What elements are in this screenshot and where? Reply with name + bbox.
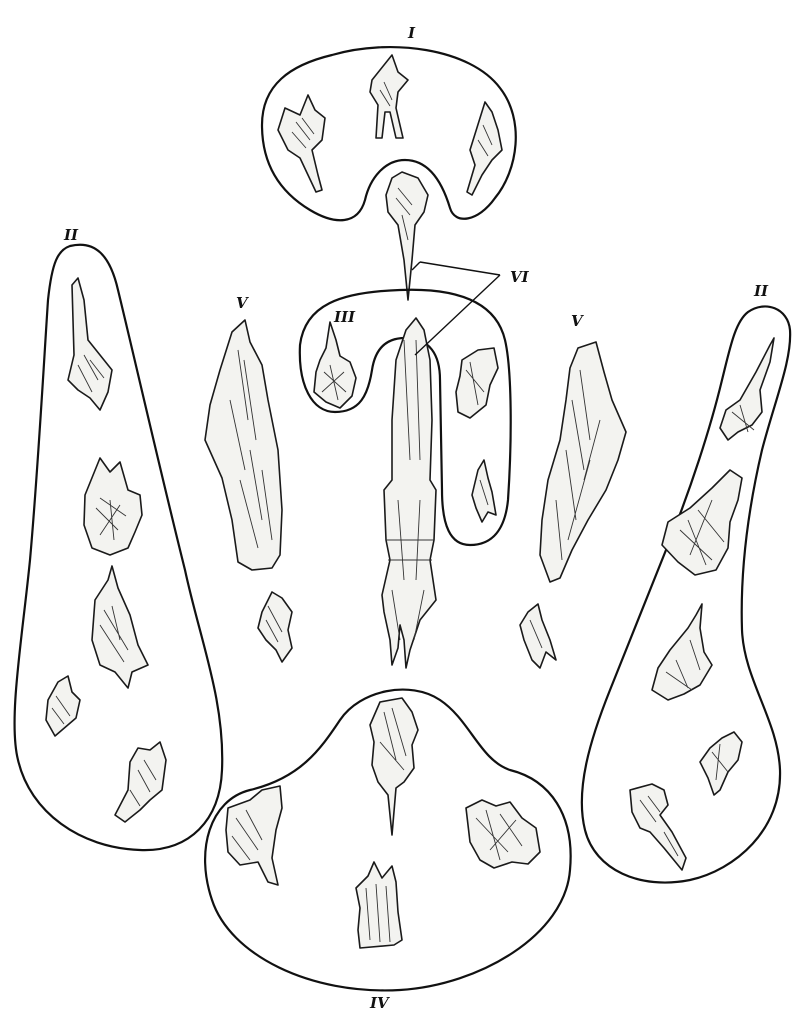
group-ii-left-fragment-3 [92,566,148,688]
group-v-left-label: V [236,294,249,312]
group-ii-right-label: II [753,282,769,300]
group-i-fragment-bottom [386,172,428,300]
group-i-label: I [407,24,416,42]
group-v-right-fragment-small [520,604,556,668]
group-ii-left-fragment-1 [68,278,112,410]
group-iv-fragment-bottom [356,862,402,948]
group-ii-left-fragment-2 [84,458,142,555]
group-iii-fragment-left [314,322,356,408]
group-iv-fragment-right [466,800,540,868]
group-ii-left-label: II [63,226,79,244]
group-iv-fragment-left [226,786,282,885]
group-ii-right-fragment-4 [700,732,742,795]
group-i-fragment-left [278,95,325,192]
group-vi-central-bone [382,318,436,668]
group-iv-label: IV [369,994,390,1012]
group-vi-label: VI [510,268,530,286]
group-v-right-fragment-long [540,342,626,582]
group-i-fragment-right [467,102,502,195]
group-ii-left-fragment-4 [46,676,80,736]
group-iii-fragment-right-lower [472,460,496,522]
group-v-left-fragment-long [205,320,282,570]
group-iii-label: III [333,308,356,326]
group-iii-fragment-right-upper [456,348,498,418]
group-v-left-fragment-small [258,592,292,662]
group-ii-right-fragment-2 [662,470,742,575]
group-iv-fragment-center [370,698,418,835]
group-ii-right-fragment-3 [652,604,712,700]
group-ii-right-fragment-5 [630,784,686,870]
group-v-right-label: V [571,312,584,330]
group-i-fragment-center [370,55,408,138]
group-ii-left-fragment-5 [115,742,166,822]
